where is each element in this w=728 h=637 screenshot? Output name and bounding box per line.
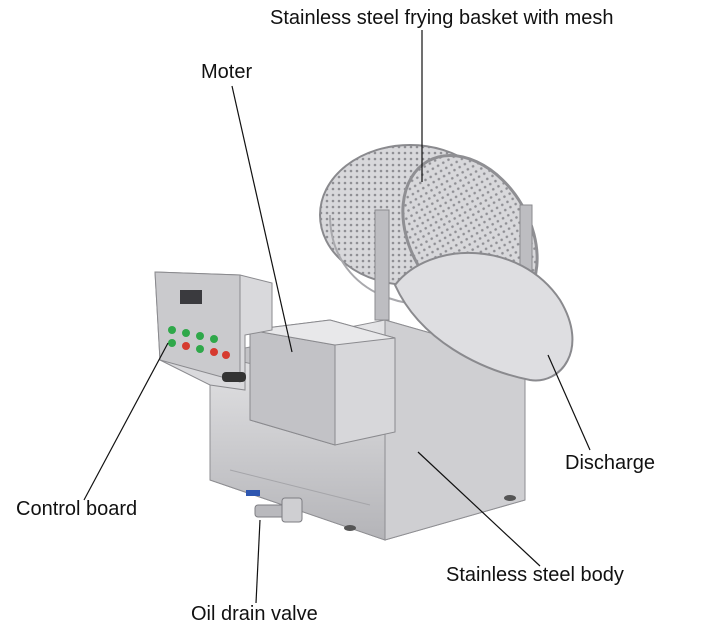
label-discharge: Discharge: [565, 452, 656, 474]
label-control-board: Control board: [16, 498, 138, 520]
label-steel-body: Stainless steel body: [446, 564, 624, 586]
leader-control: [83, 342, 169, 501]
discharge-chute: [393, 251, 574, 382]
label-drain-valve: Oil drain valve: [191, 603, 318, 625]
leader-lines: [83, 30, 591, 604]
label-motor: Moter: [201, 61, 253, 83]
control-board: [154, 271, 273, 391]
leader-body: [417, 451, 541, 567]
leader-valve: [255, 519, 261, 604]
display-screen: [180, 290, 202, 304]
leader-discharge: [547, 354, 591, 451]
label-frying-basket: Stainless steel frying basket with mesh: [270, 7, 614, 29]
motor-housing: [249, 319, 396, 446]
leader-motor: [231, 85, 293, 353]
oil-drain-valve: [246, 490, 303, 523]
frying-basket: [319, 144, 539, 321]
control-buttons: [168, 326, 230, 359]
